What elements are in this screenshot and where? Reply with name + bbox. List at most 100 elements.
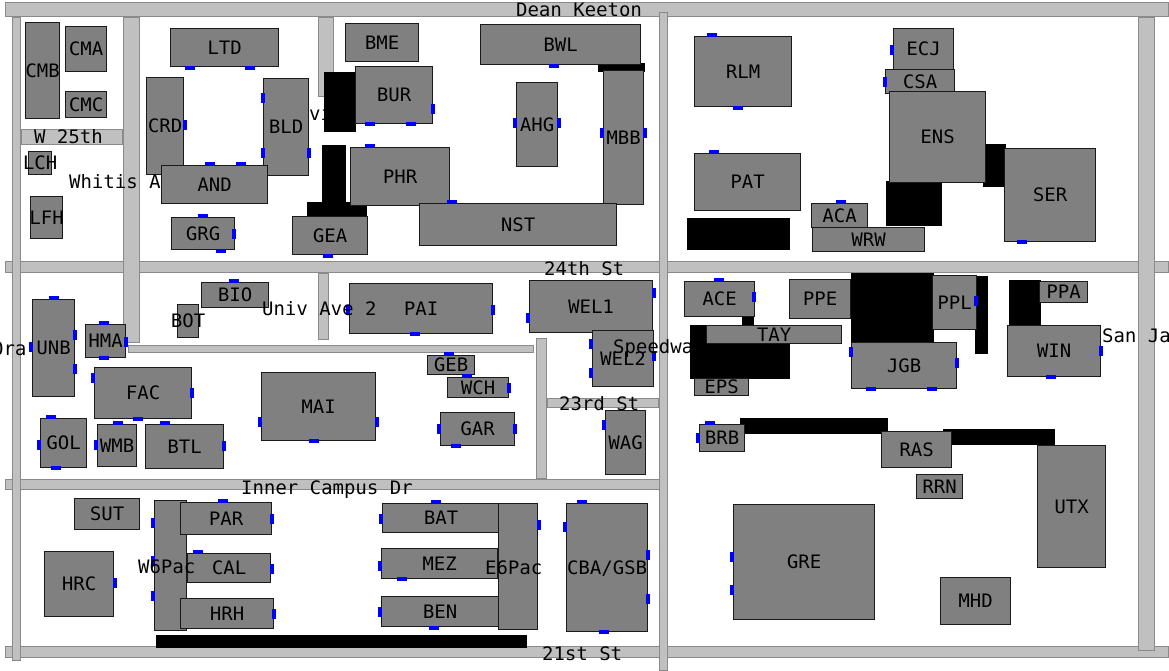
entrance-marker [652,288,656,298]
building-mhd[interactable]: MHD [940,577,1011,625]
entrance-marker [549,64,559,68]
building-label: BUR [376,84,412,106]
entrance-marker [537,520,541,530]
building-e6pac[interactable] [498,503,538,630]
entrance-marker [99,356,109,360]
building-label: CMA [68,38,104,60]
building-bld[interactable]: BLD [263,78,309,176]
building-rrn[interactable]: RRN [916,474,963,499]
entrance-marker [836,200,846,204]
building-and[interactable]: AND [161,165,268,204]
building-ace[interactable]: ACE [684,281,755,317]
building-label: ENS [920,126,955,148]
building-mbb[interactable]: MBB [603,70,644,205]
building-ens[interactable]: ENS [889,91,986,183]
building-wmb[interactable]: WMB [97,424,137,467]
building-geb[interactable]: GEB [427,354,475,376]
entrance-marker [927,387,937,391]
obstacle [983,144,1006,187]
road-mid-connector [128,345,534,353]
building-mez[interactable]: MEZ [381,548,498,579]
building-fac[interactable]: FAC [94,367,192,419]
obstacle [687,218,790,250]
building-ppe[interactable]: PPE [789,279,851,319]
building-grg[interactable]: GRG [171,217,235,250]
building-nst[interactable]: NST [419,203,617,246]
building-ben[interactable]: BEN [381,596,499,627]
building-gar[interactable]: GAR [440,412,515,446]
building-wag[interactable]: WAG [605,410,646,475]
street-label-whitis-ave: Whitis A [69,171,161,193]
building-par[interactable]: PAR [180,502,272,535]
building-cal[interactable]: CAL [187,553,271,583]
entrance-marker [198,214,208,218]
building-cba-gsb[interactable]: CBA/GSB [566,503,648,632]
building-bio[interactable]: BIO [201,282,269,308]
building-tay[interactable]: TAY [706,324,842,346]
street-label-w6pac: W6Pac [138,556,196,578]
building-unb[interactable]: UNB [32,299,75,397]
building-label: EPS [704,376,739,398]
entrance-marker [491,305,495,315]
building-ppa[interactable]: PPA [1039,281,1088,303]
building-pat[interactable]: PAT [694,153,801,211]
building-ser[interactable]: SER [1004,148,1096,242]
entrance-marker [91,373,95,383]
building-win[interactable]: WIN [1007,325,1101,377]
building-phr[interactable]: PHR [350,147,450,206]
building-hrh[interactable]: HRH [180,598,274,629]
building-jgb[interactable]: JGB [851,342,957,389]
street-label-w-25th: W 25th [34,126,103,148]
building-cmb[interactable]: CMB [25,22,60,119]
building-lfh[interactable]: LFH [29,196,64,239]
street-label-univ-ave: vi e [309,103,355,125]
building-label: HMA [88,330,123,352]
entrance-marker [185,66,195,70]
building-ltd[interactable]: LTD [170,28,279,67]
building-label: BEN [422,600,458,623]
building-crd[interactable]: CRD [146,77,184,175]
building-ahg[interactable]: AHG [516,82,558,167]
entrance-marker [29,342,33,352]
building-label: GOL [46,432,81,454]
building-ecj[interactable]: ECJ [893,28,954,70]
building-gre[interactable]: GRE [733,504,875,620]
building-hma[interactable]: HMA [85,324,126,358]
building-label: FAC [125,382,161,404]
building-bot[interactable]: BOT [171,304,205,338]
building-ppl[interactable]: PPL [932,275,977,330]
street-label-inner-campus-dr: Inner Campus Dr [241,477,413,499]
building-label: AHG [519,113,555,136]
building-bat[interactable]: BAT [382,503,500,533]
building-utx[interactable]: UTX [1037,445,1106,568]
building-label: BOT [170,310,206,332]
building-bwl[interactable]: BWL [480,24,641,65]
building-cma[interactable]: CMA [65,26,107,72]
building-label: ACE [702,288,737,310]
building-gol[interactable]: GOL [40,418,87,468]
road-west-edge [12,17,21,661]
building-cmc[interactable]: CMC [65,91,107,118]
building-mai[interactable]: MAI [261,372,376,441]
building-btl[interactable]: BTL [145,424,224,469]
building-wel1[interactable]: WEL1 [529,280,653,333]
building-eps[interactable]: EPS [694,376,749,398]
building-hrc[interactable]: HRC [44,551,114,617]
entrance-marker [974,296,978,306]
building-bme[interactable]: BME [345,23,419,62]
building-rlm[interactable]: RLM [694,36,792,107]
building-bur[interactable]: BUR [355,66,433,124]
entrance-marker [557,118,561,128]
building-wch[interactable]: WCH [447,377,509,399]
building-gea[interactable]: GEA [292,216,368,255]
entrance-marker [589,339,593,349]
building-lch[interactable]: LCH [23,151,57,175]
building-aca[interactable]: ACA [811,203,868,228]
building-label: ECJ [906,38,941,60]
building-sut[interactable]: SUT [74,498,140,530]
building-ras[interactable]: RAS [881,431,952,468]
building-wrw[interactable]: WRW [812,227,925,252]
building-brb[interactable]: BRB [699,424,745,452]
entrance-marker [270,514,274,524]
entrance-marker [696,433,700,443]
